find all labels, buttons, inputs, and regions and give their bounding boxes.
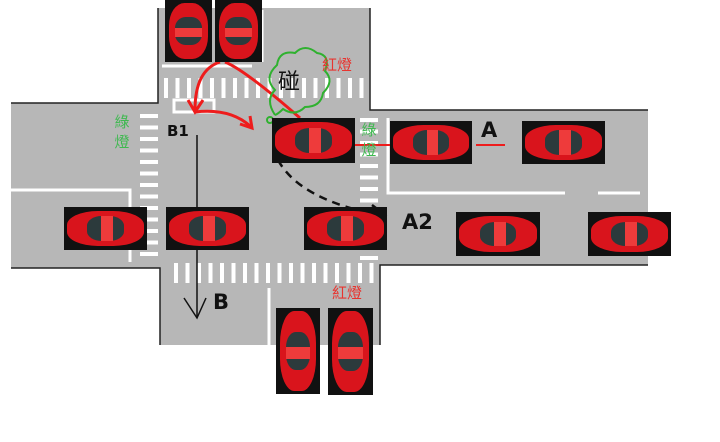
crosswalk-stripe (210, 78, 214, 98)
crosswalk-stripe (140, 125, 158, 130)
car-south-1 (276, 308, 320, 394)
crosswalk-stripe (300, 263, 305, 283)
road-edge (369, 8, 648, 111)
crosswalk-stripe (346, 263, 351, 283)
green-light-label-left: 綠燈 (114, 113, 130, 151)
collision-path-red (224, 60, 301, 120)
crosswalk-stripe (360, 129, 378, 134)
crosswalk-stripe (360, 256, 378, 260)
crosswalk-stripe (140, 160, 158, 164)
collision-label: 碰 (278, 70, 301, 95)
crosswalk-stripe (358, 263, 362, 283)
crosswalk-stripe (336, 78, 341, 98)
crosswalk-stripe (312, 263, 316, 283)
crosswalk-stripe (140, 171, 158, 176)
red-light-label-bottom: 紅燈 (332, 284, 363, 302)
road-edge (379, 264, 648, 345)
car-east-2 (166, 207, 249, 250)
crosswalk-stripe (164, 78, 168, 98)
crosswalk-stripe (277, 263, 282, 283)
crosswalk-stripe (140, 114, 158, 118)
crosswalk-stripe (360, 198, 378, 203)
crosswalk-stripe (244, 78, 249, 98)
b1-label: B1 (167, 122, 189, 140)
crosswalk-stripe (140, 217, 158, 222)
crosswalk-stripe (140, 252, 158, 256)
crosswalk-stripe (197, 263, 201, 283)
turn-path-red (193, 60, 221, 111)
red-light-label-top: 紅燈 (322, 56, 353, 74)
crosswalk-stripe (254, 263, 259, 283)
a2-label: A2 (402, 210, 433, 234)
crosswalk-stripe (140, 183, 158, 187)
crosswalk-stripe (360, 152, 378, 157)
crosswalk-stripe (140, 137, 158, 141)
car-a-collision (272, 118, 355, 163)
crosswalk-stripe (220, 263, 224, 283)
turn-arrowhead-red-2 (239, 115, 254, 131)
b-label: B (213, 290, 230, 314)
crosswalk-stripe (266, 263, 270, 283)
crosswalk-stripe (348, 78, 352, 98)
crosswalk-stripe (198, 78, 203, 98)
crosswalk-stripe (221, 78, 226, 98)
car-a-3 (522, 121, 605, 164)
crosswalk-stripe (140, 194, 158, 199)
car-a-2 (390, 121, 472, 164)
car-south-2 (328, 308, 373, 395)
crosswalk-stripe (256, 78, 260, 98)
road-edge (11, 8, 159, 104)
crosswalk-stripe (360, 164, 378, 168)
car-east-3 (304, 207, 387, 250)
crosswalk-stripe (185, 263, 190, 283)
crosswalk-stripe (360, 118, 378, 122)
collision-cloud (268, 47, 331, 116)
crosswalk-stripe (187, 78, 191, 98)
crosswalk-stripe (289, 263, 293, 283)
road (11, 8, 648, 345)
car-east-4 (456, 212, 540, 256)
crosswalk-stripe (243, 263, 247, 283)
car-north-2 (215, 0, 262, 62)
crosswalk-stripe (290, 78, 295, 98)
crosswalk-stripe (279, 78, 283, 98)
crosswalk-stripe (360, 175, 378, 180)
crosswalk-stripe (360, 141, 378, 145)
crosswalk-stripe (208, 263, 213, 283)
crosswalk-stripe (369, 263, 374, 283)
crosswalk-stripe (175, 78, 180, 98)
crosswalk-stripe (233, 78, 237, 98)
crosswalk-stripe (140, 206, 158, 210)
crosswalk-stripe (360, 187, 378, 191)
green-light-label-right: 綠燈 (361, 121, 377, 159)
crosswalk-stripe (140, 240, 158, 245)
a-label: A (481, 118, 498, 142)
b-arrowhead (183, 297, 207, 320)
crosswalk-stripe (313, 78, 318, 98)
crosswalk-stripe (335, 263, 339, 283)
crosswalk-stripe (140, 229, 158, 233)
car-east-5 (588, 212, 671, 256)
crosswalk-stripe (140, 148, 158, 153)
crosswalk-stripe (359, 78, 364, 98)
crosswalk-stripe (231, 263, 236, 283)
car-east-1 (64, 207, 147, 250)
car-north-1 (165, 0, 212, 62)
road-edge (11, 267, 161, 345)
crosswalk-stripe (302, 78, 306, 98)
crosswalk-stripe (174, 263, 178, 283)
crosswalk-stripe (323, 263, 328, 283)
crosswalk-stripe (267, 78, 272, 98)
turn-path-red-2 (194, 109, 252, 128)
